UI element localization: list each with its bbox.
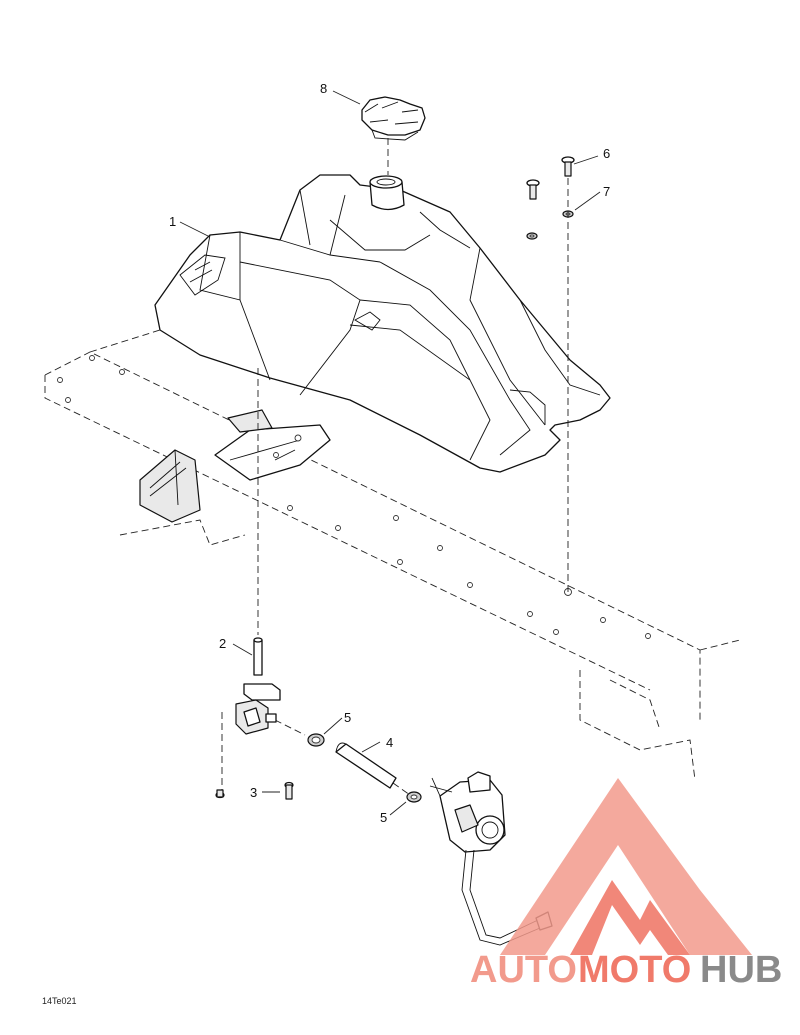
- drawing-code: 14Te021: [42, 996, 77, 1006]
- callout-leaders: [179, 90, 601, 816]
- callout-2: 2: [219, 636, 226, 651]
- callout-4: 4: [386, 735, 393, 750]
- hose-clamp-second: [406, 791, 422, 803]
- frame-rail: [44, 329, 741, 781]
- callout-6: 6: [603, 146, 610, 161]
- tank-screw: [561, 156, 575, 177]
- tank-washer-second: [526, 232, 538, 240]
- watermark-m-mark: [570, 880, 690, 955]
- callout-7: 7: [603, 184, 610, 199]
- callout-numbers: 1 2 3 4 5 5 6 7 8: [169, 81, 610, 825]
- mounting-screw: [215, 789, 225, 799]
- watermark-text-hub: HUB: [700, 949, 782, 991]
- assembly-lines: [221, 138, 569, 796]
- callout-1: 1: [169, 214, 176, 229]
- callout-5-upper: 5: [344, 710, 351, 725]
- callout-5-lower: 5: [380, 810, 387, 825]
- callout-3: 3: [250, 785, 257, 800]
- tank-screw-second: [526, 179, 540, 200]
- fuel-valve-stud: [253, 637, 263, 676]
- left-frame-bracket: [139, 409, 331, 523]
- watermark-text-auto: AUTO: [470, 949, 577, 991]
- fuel-tank: [154, 174, 611, 473]
- watermark-text-moto: MOTO: [578, 949, 691, 991]
- hose-clamp: [307, 733, 325, 747]
- fuel-hose: [335, 742, 397, 789]
- fuel-cap: [361, 96, 426, 141]
- callout-8: 8: [320, 81, 327, 96]
- fuel-valve: [235, 683, 281, 735]
- watermark-logo: AUTO MOTO HUB: [470, 778, 782, 991]
- mounting-screw-second: [284, 781, 294, 800]
